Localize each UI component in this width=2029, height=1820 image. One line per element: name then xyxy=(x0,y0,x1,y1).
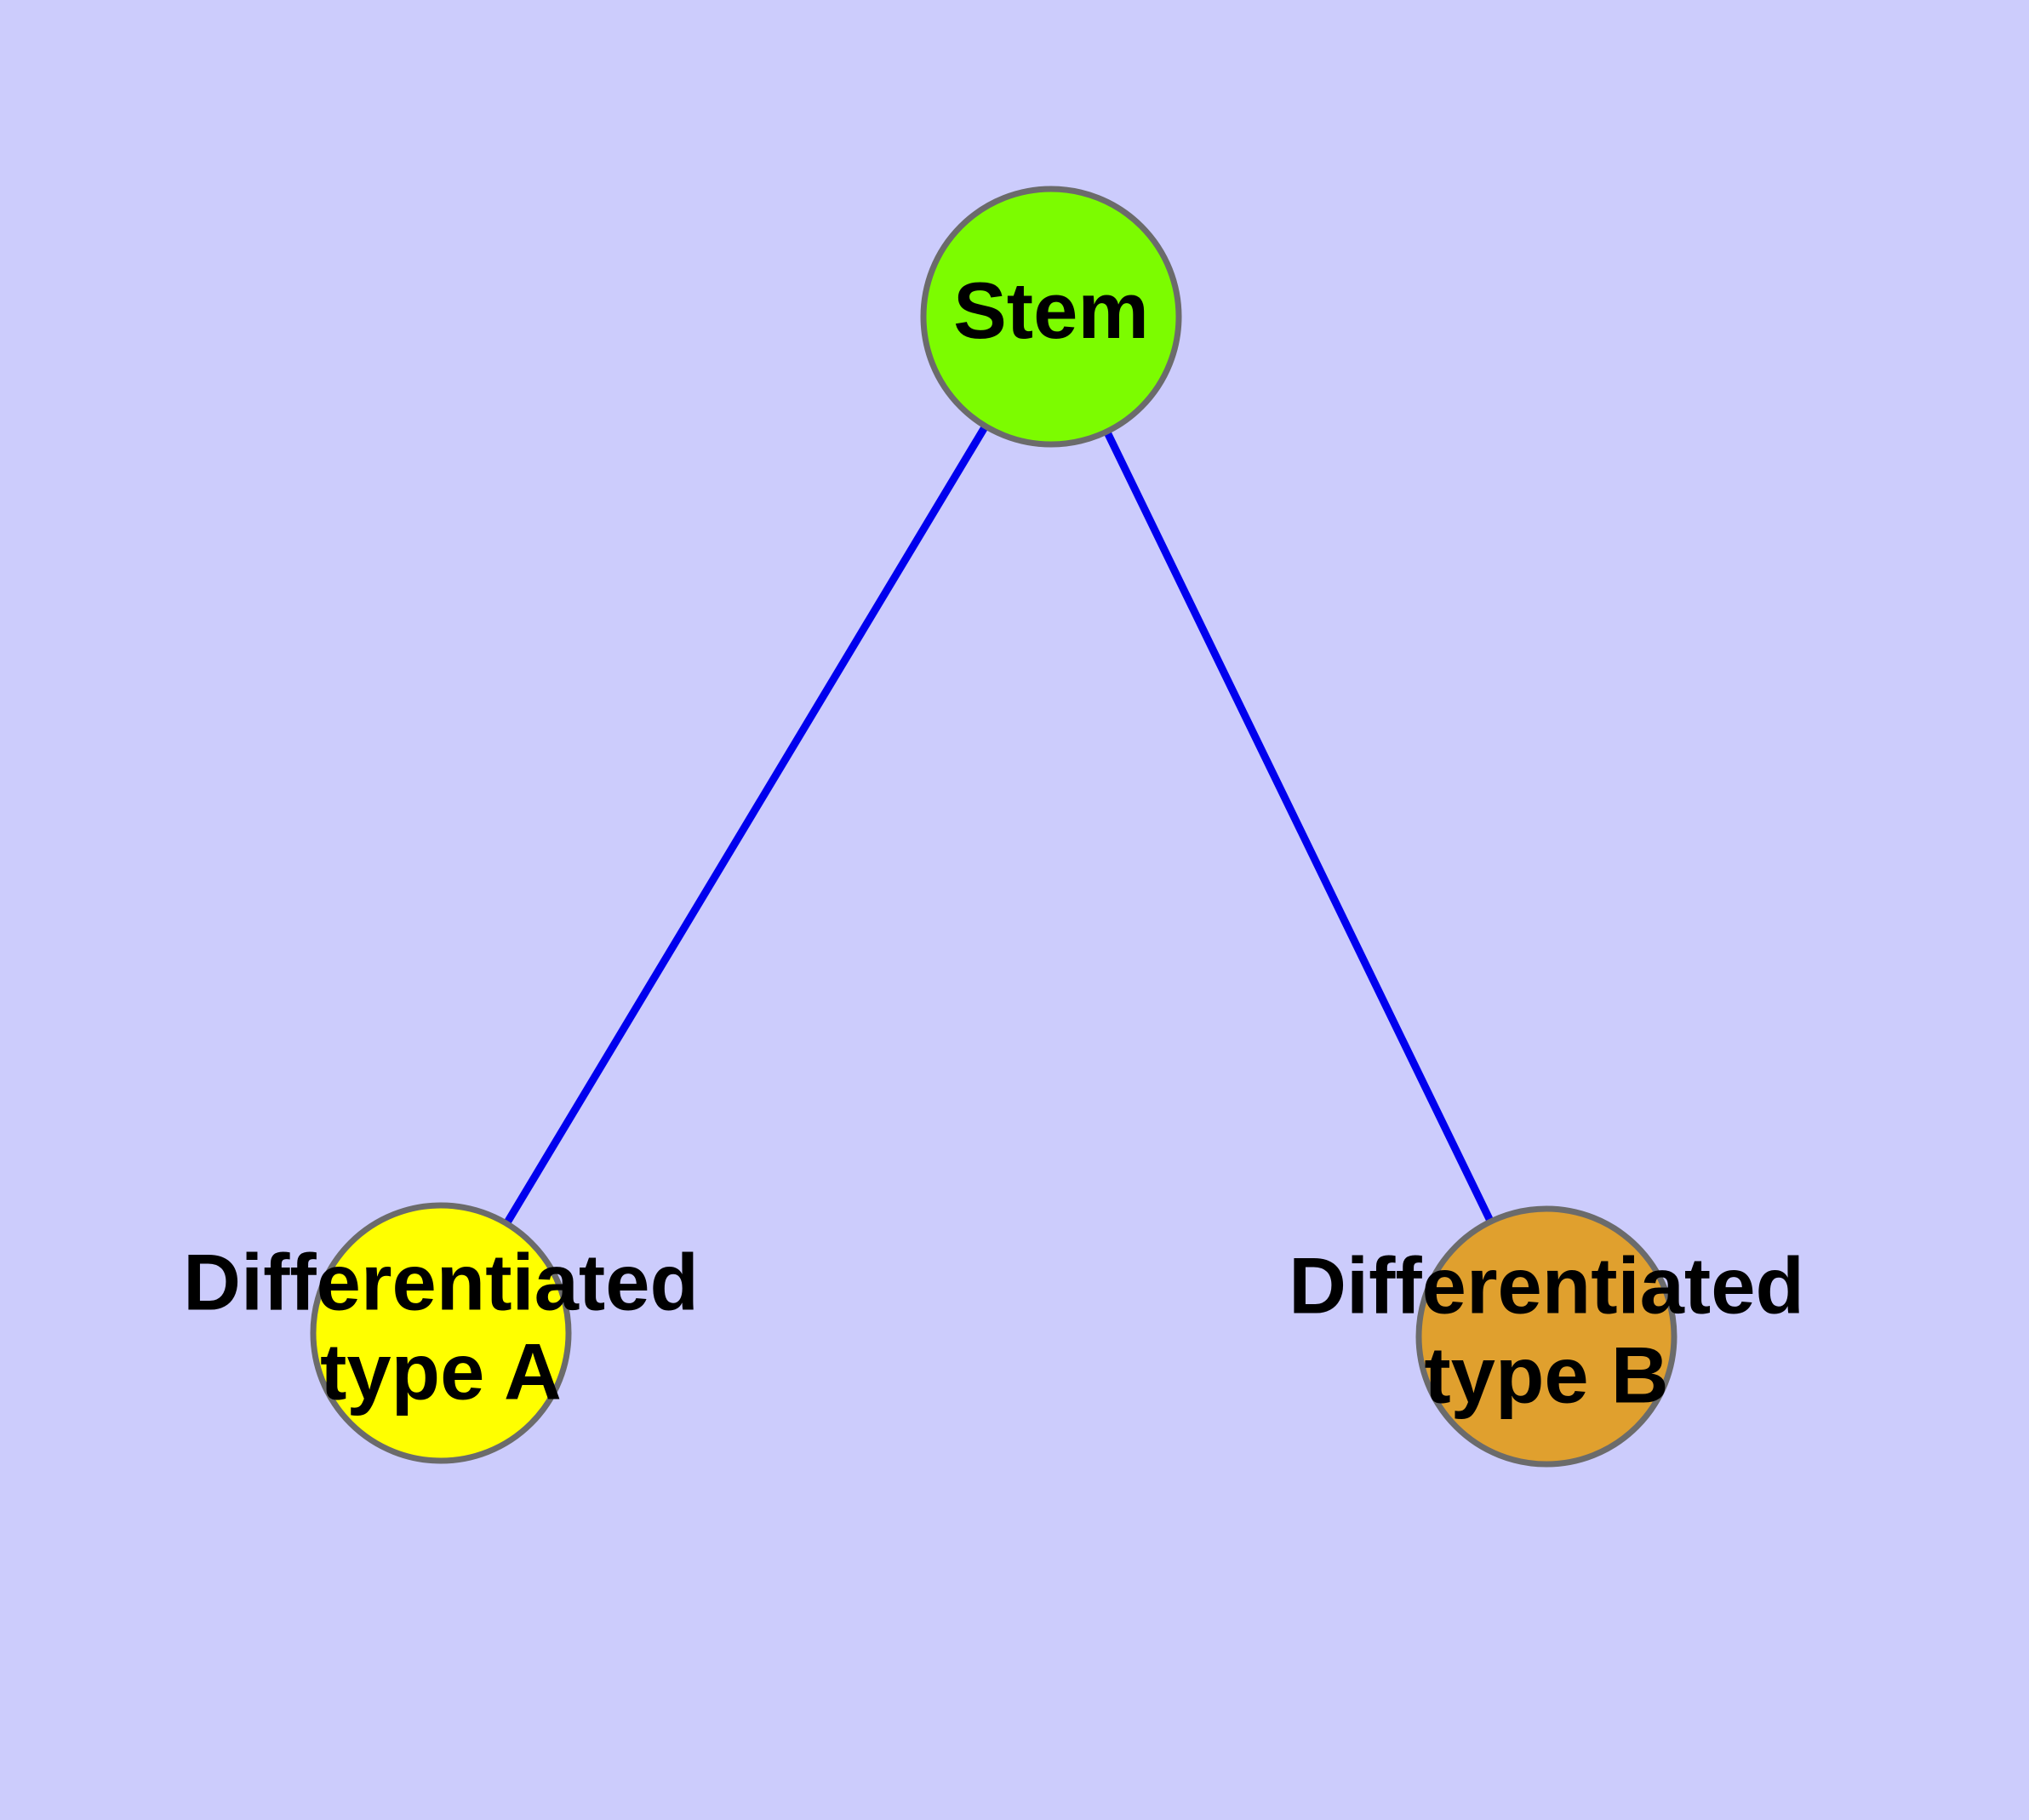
node-label-line: Stem xyxy=(953,266,1149,355)
graph-edge xyxy=(1104,431,1494,1222)
node-circle[interactable] xyxy=(1415,1205,1677,1468)
node-label-line: Differentiated xyxy=(1289,1240,1804,1330)
graph-node-stem[interactable]: Stem xyxy=(920,186,1182,448)
node-label-line: Differentiated xyxy=(183,1237,699,1326)
edge-layer xyxy=(504,425,1494,1225)
node-label-line: type B xyxy=(1424,1330,1668,1419)
node-label: Stem xyxy=(953,266,1149,355)
node-circle[interactable] xyxy=(920,186,1182,448)
node-circle[interactable] xyxy=(310,1202,572,1464)
graph-edge xyxy=(504,425,988,1225)
node-label-line: type A xyxy=(320,1326,562,1416)
